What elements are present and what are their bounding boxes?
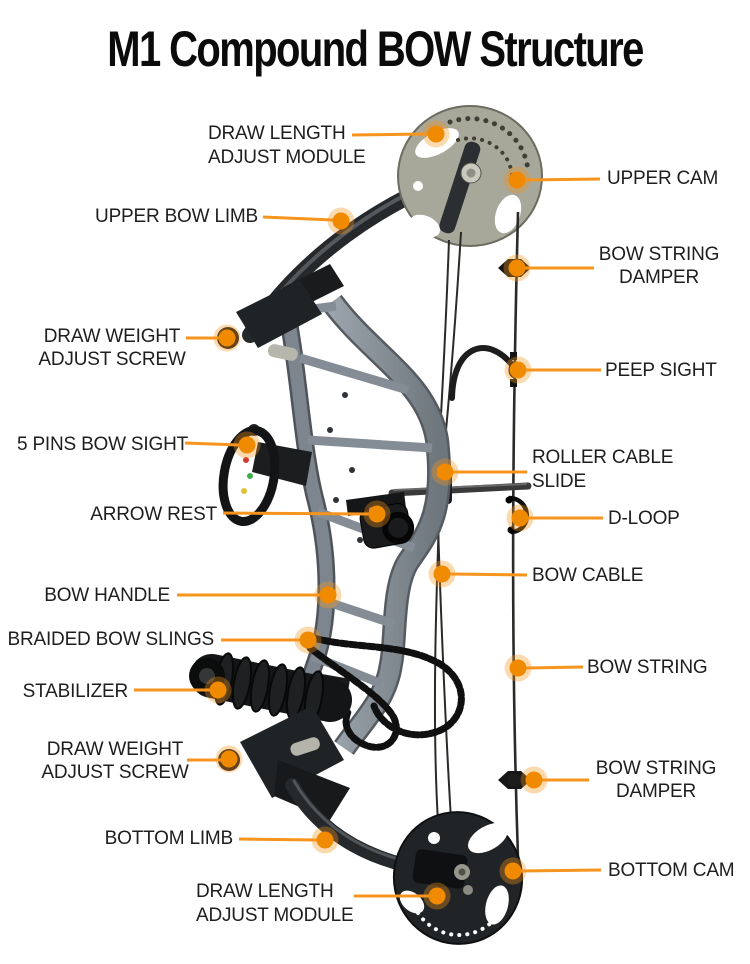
leader-draw-length-adjust-module-bottom — [354, 882, 451, 910]
label-bow-handle: BOW HANDLE — [44, 585, 170, 606]
leader-peep-sight — [504, 356, 601, 384]
label-draw-weight-adjust-screw-top: DRAW WEIGHT ADJUST SCREW — [38, 326, 186, 370]
label-upper-cam: UPPER CAM — [607, 168, 719, 189]
leader-arrow-rest — [222, 500, 391, 528]
leader-bow-cable — [428, 560, 528, 588]
label-draw-length-adjust-module-bottom: DRAW LENGTH ADJUST MODULE — [196, 881, 354, 926]
leader-draw-length-adjust-module-top — [351, 120, 450, 148]
label-d-loop: D-LOOP — [608, 508, 680, 529]
five-pins-bow-sight-part — [218, 424, 312, 527]
label-stabilizer: STABILIZER — [22, 681, 129, 702]
label-arrow-rest: ARROW REST — [90, 504, 217, 525]
label-roller-cable-slide: ROLLER CABLE SLIDE — [532, 447, 674, 492]
leader-bow-handle — [177, 581, 342, 609]
leader-five-pins-bow-sight — [184, 431, 261, 459]
braided-bow-slings-part — [302, 632, 465, 751]
label-braided-bow-slings: BRAIDED BOW SLINGS — [7, 629, 215, 650]
label-bow-string-damper-bottom: BOW STRING DAMPER — [595, 758, 717, 802]
label-bow-string: BOW STRING — [587, 657, 708, 678]
leader-stabilizer — [134, 676, 232, 704]
leader-bottom-limb — [238, 826, 339, 854]
page-title: M1 Compound BOW Structure — [107, 21, 644, 77]
bow-string-damper-bottom-part — [498, 771, 531, 789]
leader-lines — [134, 120, 603, 910]
label-bow-cable: BOW CABLE — [532, 565, 644, 586]
leader-upper-cam — [503, 166, 601, 194]
label-bow-string-damper-top: BOW STRING DAMPER — [598, 244, 720, 288]
leader-bow-string-damper-bottom — [520, 766, 589, 794]
bow-string-part — [511, 211, 520, 859]
leader-bottom-cam — [499, 857, 602, 885]
label-five-pins-bow-sight: 5 PINS BOW SIGHT — [17, 434, 188, 455]
leader-d-loop — [506, 504, 603, 532]
leader-upper-bow-limb — [262, 207, 355, 235]
leader-bow-string — [504, 654, 584, 682]
label-bottom-cam: BOTTOM CAM — [608, 860, 735, 881]
label-bottom-limb: BOTTOM LIMB — [104, 828, 234, 849]
leader-draw-weight-adjust-screw-bottom — [187, 745, 243, 773]
label-peep-sight: PEEP SIGHT — [605, 360, 717, 381]
label-upper-bow-limb: UPPER BOW LIMB — [95, 206, 258, 227]
leader-roller-cable-slide — [431, 458, 527, 486]
label-draw-weight-adjust-screw-bottom: DRAW WEIGHT ADJUST SCREW — [41, 739, 189, 783]
label-draw-length-adjust-module-top: DRAW LENGTH ADJUST MODULE — [208, 123, 366, 168]
leader-draw-weight-adjust-screw-top — [186, 324, 241, 352]
leader-bow-string-damper-top — [503, 254, 594, 282]
leader-braided-bow-slings — [221, 626, 322, 654]
